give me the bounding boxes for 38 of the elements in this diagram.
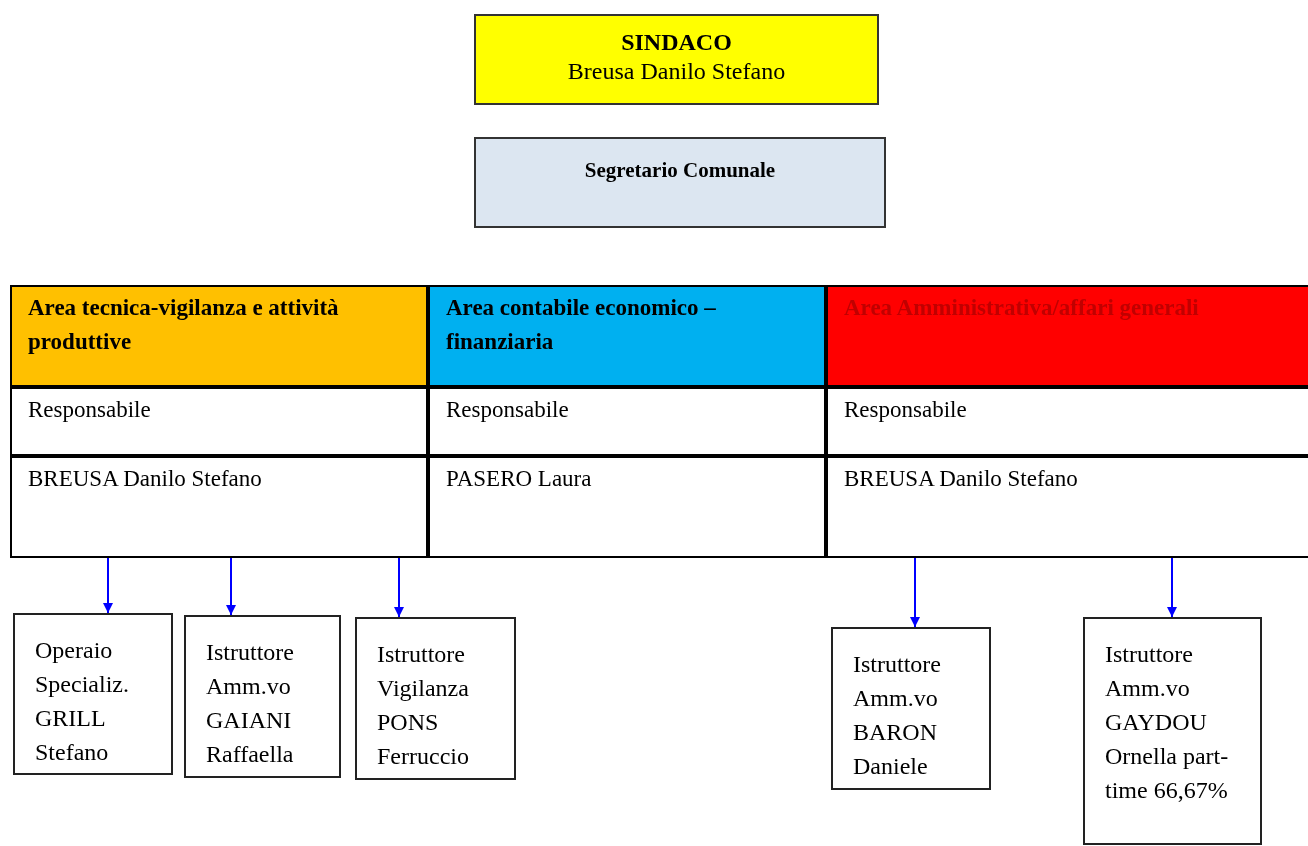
arrow xyxy=(103,557,113,614)
table-cell xyxy=(10,456,428,558)
node-text: Responsabile xyxy=(844,397,967,422)
area-header xyxy=(10,285,428,387)
table-cell xyxy=(826,387,1308,456)
arrow xyxy=(226,557,236,616)
node-text: Segretario Comunale xyxy=(584,158,776,182)
node-text: Breusa Danilo Stefano xyxy=(567,58,786,84)
node-text: BREUSA Danilo Stefano xyxy=(28,466,262,491)
arrow xyxy=(394,557,404,618)
area-header xyxy=(428,285,826,387)
node-text: Area tecnica-vigilanza e attività produttive xyxy=(28,295,339,354)
mayor-box xyxy=(474,14,879,105)
node-text: Responsabile xyxy=(446,397,569,422)
staff-box xyxy=(1083,617,1262,845)
staff-box xyxy=(355,617,516,780)
secretary-box xyxy=(474,137,886,228)
staff-box xyxy=(13,613,173,775)
table-cell xyxy=(428,456,826,558)
staff-box xyxy=(184,615,341,778)
staff-box xyxy=(831,627,991,790)
node-text: Operaio Specializ. GRILL Stefano xyxy=(35,637,129,765)
table-cell xyxy=(826,456,1308,558)
node-text: Istruttore Amm.vo GAIANI Raffaella xyxy=(206,639,294,767)
node-text: Area Amministrativa/affari generali xyxy=(844,295,1199,320)
arrow xyxy=(910,557,920,628)
node-text: PASERO Laura xyxy=(446,466,592,491)
node-text: Istruttore Amm.vo GAYDOU Ornella part-time 66,67% xyxy=(1105,641,1229,803)
node-text: Responsabile xyxy=(28,397,151,422)
node-text: SINDACO xyxy=(621,29,732,55)
area-header xyxy=(826,285,1308,387)
node-text: Istruttore Vigilanza PONS Ferruccio xyxy=(377,641,469,769)
arrow xyxy=(1167,557,1177,618)
table-cell xyxy=(10,387,428,456)
node-text: Istruttore Amm.vo BARON Daniele xyxy=(853,651,941,779)
table-cell xyxy=(428,387,826,456)
node-text: BREUSA Danilo Stefano xyxy=(844,466,1078,491)
node-text: Area contabile economico – finanziaria xyxy=(446,295,716,354)
